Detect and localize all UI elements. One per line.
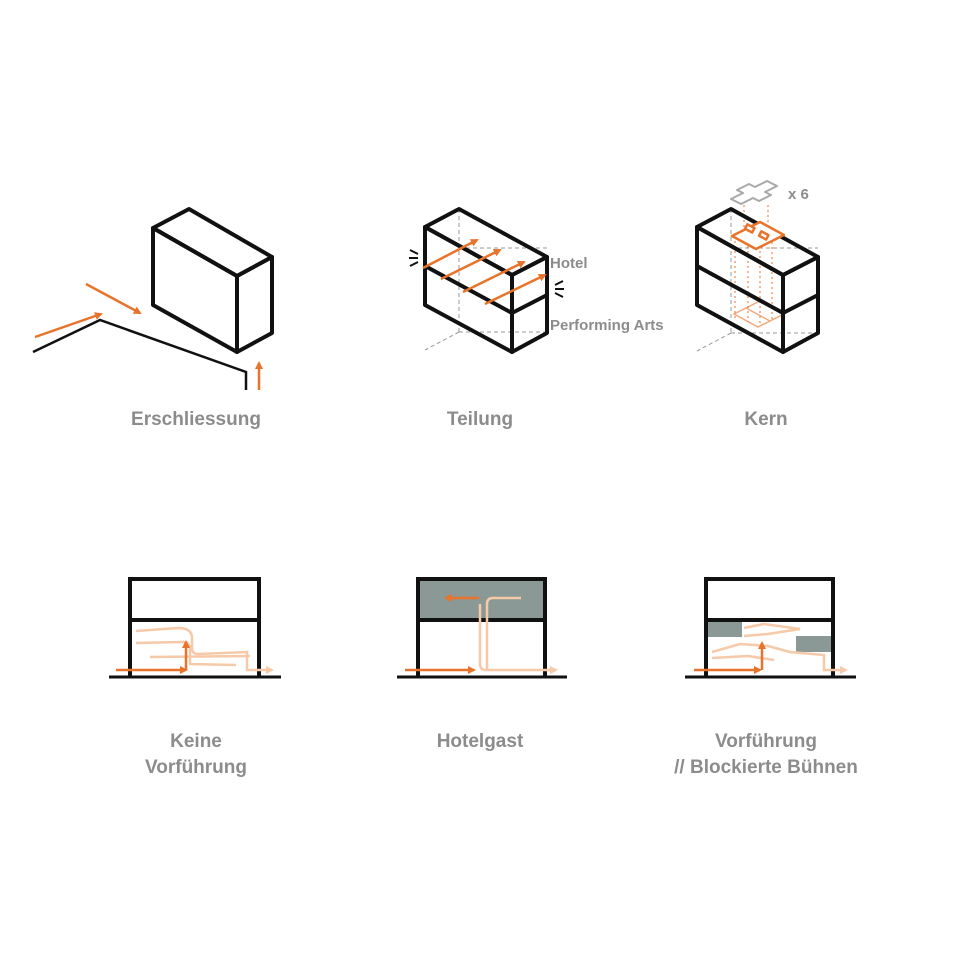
section-frame-6 bbox=[704, 577, 835, 677]
entrance-mark-right bbox=[554, 280, 564, 298]
core-top-element bbox=[730, 220, 786, 251]
access-arrow-upper bbox=[85, 282, 142, 315]
caption-hotelgast: Hotelgast bbox=[436, 731, 524, 752]
erschliessung-diagram bbox=[32, 207, 274, 390]
hotelgast-diagram bbox=[397, 577, 567, 679]
keine-vorfuehrung-diagram bbox=[109, 577, 281, 679]
label-multiplier: x 6 bbox=[788, 186, 809, 203]
terrain-line bbox=[32, 318, 248, 390]
kern-box bbox=[695, 207, 820, 354]
label-performing-arts: Performing Arts bbox=[550, 317, 664, 334]
section-frame-4 bbox=[128, 577, 261, 677]
core-floating-element bbox=[730, 180, 778, 205]
circulation-light-4 bbox=[135, 626, 274, 674]
label-hotel: Hotel bbox=[550, 255, 588, 272]
section-frame-5 bbox=[416, 577, 547, 677]
hotel-floor-fill bbox=[418, 579, 545, 620]
caption-keine-vorfuehrung-line1: Keine bbox=[170, 731, 222, 752]
circulation-main-4 bbox=[116, 640, 190, 674]
vorfuehrung-diagram bbox=[685, 577, 856, 679]
erschliessung-box bbox=[151, 207, 274, 354]
caption-vorfuehrung: Vorführung // Blockierte Bühnen bbox=[646, 729, 886, 781]
caption-kern: Kern bbox=[744, 409, 788, 430]
blocked-stage-right bbox=[796, 636, 832, 652]
teilung-arrows bbox=[422, 238, 547, 306]
caption-erschliessung: Erschliessung bbox=[131, 409, 261, 430]
caption-keine-vorfuehrung-line2: Vorführung bbox=[144, 757, 247, 778]
caption-vorfuehrung-line2: // Blockierte Bühnen bbox=[674, 757, 858, 778]
caption-keine-vorfuehrung: Keine Vorführung bbox=[96, 729, 296, 781]
circulation-light-5 bbox=[478, 596, 558, 674]
blocked-stage-left bbox=[706, 622, 742, 637]
access-arrow-lower bbox=[34, 312, 103, 339]
kern-diagram bbox=[695, 180, 820, 354]
caption-vorfuehrung-line1: Vorführung bbox=[714, 731, 817, 752]
circulation-main-6 bbox=[694, 641, 766, 674]
core-lower-outline bbox=[732, 300, 786, 328]
entrance-mark-left bbox=[409, 249, 419, 267]
caption-teilung: Teilung bbox=[446, 409, 514, 430]
circulation-main-5 bbox=[405, 594, 479, 674]
circulation-light-6 bbox=[711, 622, 848, 674]
teilung-diagram bbox=[409, 207, 564, 354]
